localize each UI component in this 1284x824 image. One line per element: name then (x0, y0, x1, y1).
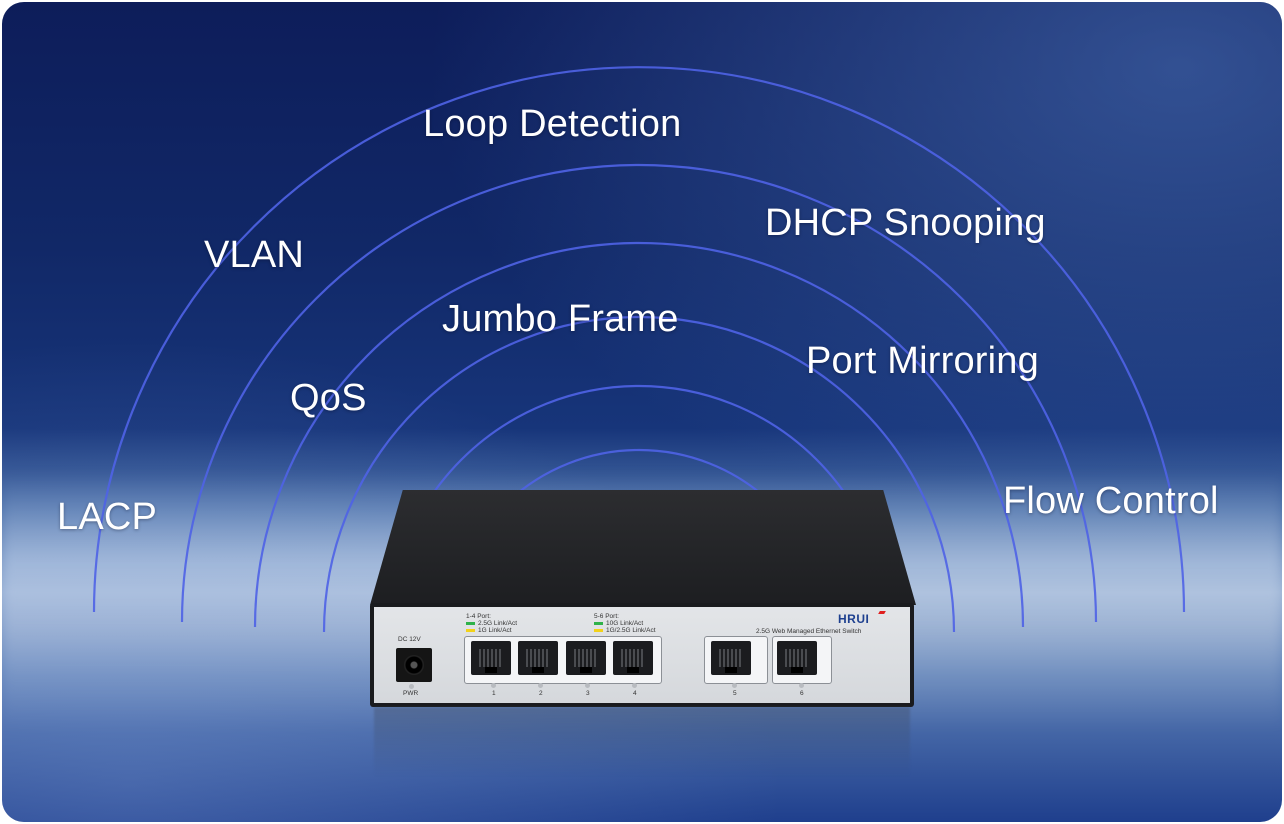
port-led-1 (491, 683, 496, 688)
feature-port-mirroring: Port Mirroring (806, 340, 1039, 382)
legend-group2-yellow: 1G/2.5G Link/Act (594, 627, 656, 634)
legend-group2-yellow-text: 1G/2.5G Link/Act (606, 627, 656, 634)
yellow-led-icon (466, 628, 475, 632)
green-led-icon (594, 621, 603, 625)
legend-group2-green-text: 10G Link/Act (606, 620, 644, 627)
port-led-3 (585, 683, 590, 688)
green-led-icon (466, 621, 475, 625)
model-label: 2.5G Web Managed Ethernet Switch (756, 628, 862, 635)
arc-1 (92, 65, 1186, 613)
legend-group1-yellow: 1G Link/Act (466, 627, 512, 634)
legend-group2-green: 10G Link/Act (594, 620, 643, 627)
legend-group1-green: 2.5G Link/Act (466, 620, 517, 627)
rj45-port-6 (777, 641, 817, 675)
port-number-2: 2 (539, 690, 543, 697)
port-number-6: 6 (800, 690, 804, 697)
port-led-4 (632, 683, 637, 688)
pwr-led-label: PWR (403, 690, 419, 697)
dc-power-jack (396, 648, 432, 682)
pwr-led (409, 684, 414, 689)
rj45-port-1 (471, 641, 511, 675)
port-led-2 (538, 683, 543, 688)
feature-lacp: LACP (57, 496, 158, 538)
rj45-port-5 (711, 641, 751, 675)
port-number-4: 4 (633, 690, 637, 697)
port-number-3: 3 (586, 690, 590, 697)
arc-4 (322, 315, 956, 633)
feature-dhcp-snooping: DHCP Snooping (765, 202, 1046, 244)
arc-2 (180, 163, 1098, 623)
port-led-5 (732, 683, 737, 688)
feature-vlan: VLAN (204, 234, 305, 276)
brand-logo: HRUI (838, 612, 870, 626)
switch-top-cover (370, 490, 916, 605)
port-led-6 (799, 683, 804, 688)
port-number-1: 1 (492, 690, 496, 697)
rj45-port-4 (613, 641, 653, 675)
yellow-led-icon (594, 628, 603, 632)
rj45-port-3 (566, 641, 606, 675)
legend-group1-title: 1-4 Port: (466, 613, 491, 620)
feature-flow-control: Flow Control (1003, 480, 1219, 522)
port-number-5: 5 (733, 690, 737, 697)
switch-reflection (374, 707, 910, 777)
legend-group2-title: 5-6 Port: (594, 613, 619, 620)
power-label: DC 12V (398, 636, 421, 643)
rj45-port-2 (518, 641, 558, 675)
legend-group1-green-text: 2.5G Link/Act (478, 620, 518, 627)
feature-loop-detection: Loop Detection (423, 103, 682, 145)
legend-group1-yellow-text: 1G Link/Act (478, 627, 512, 634)
feature-qos: QoS (290, 377, 367, 419)
arc-3 (253, 241, 1025, 628)
feature-jumbo-frame: Jumbo Frame (442, 298, 679, 340)
